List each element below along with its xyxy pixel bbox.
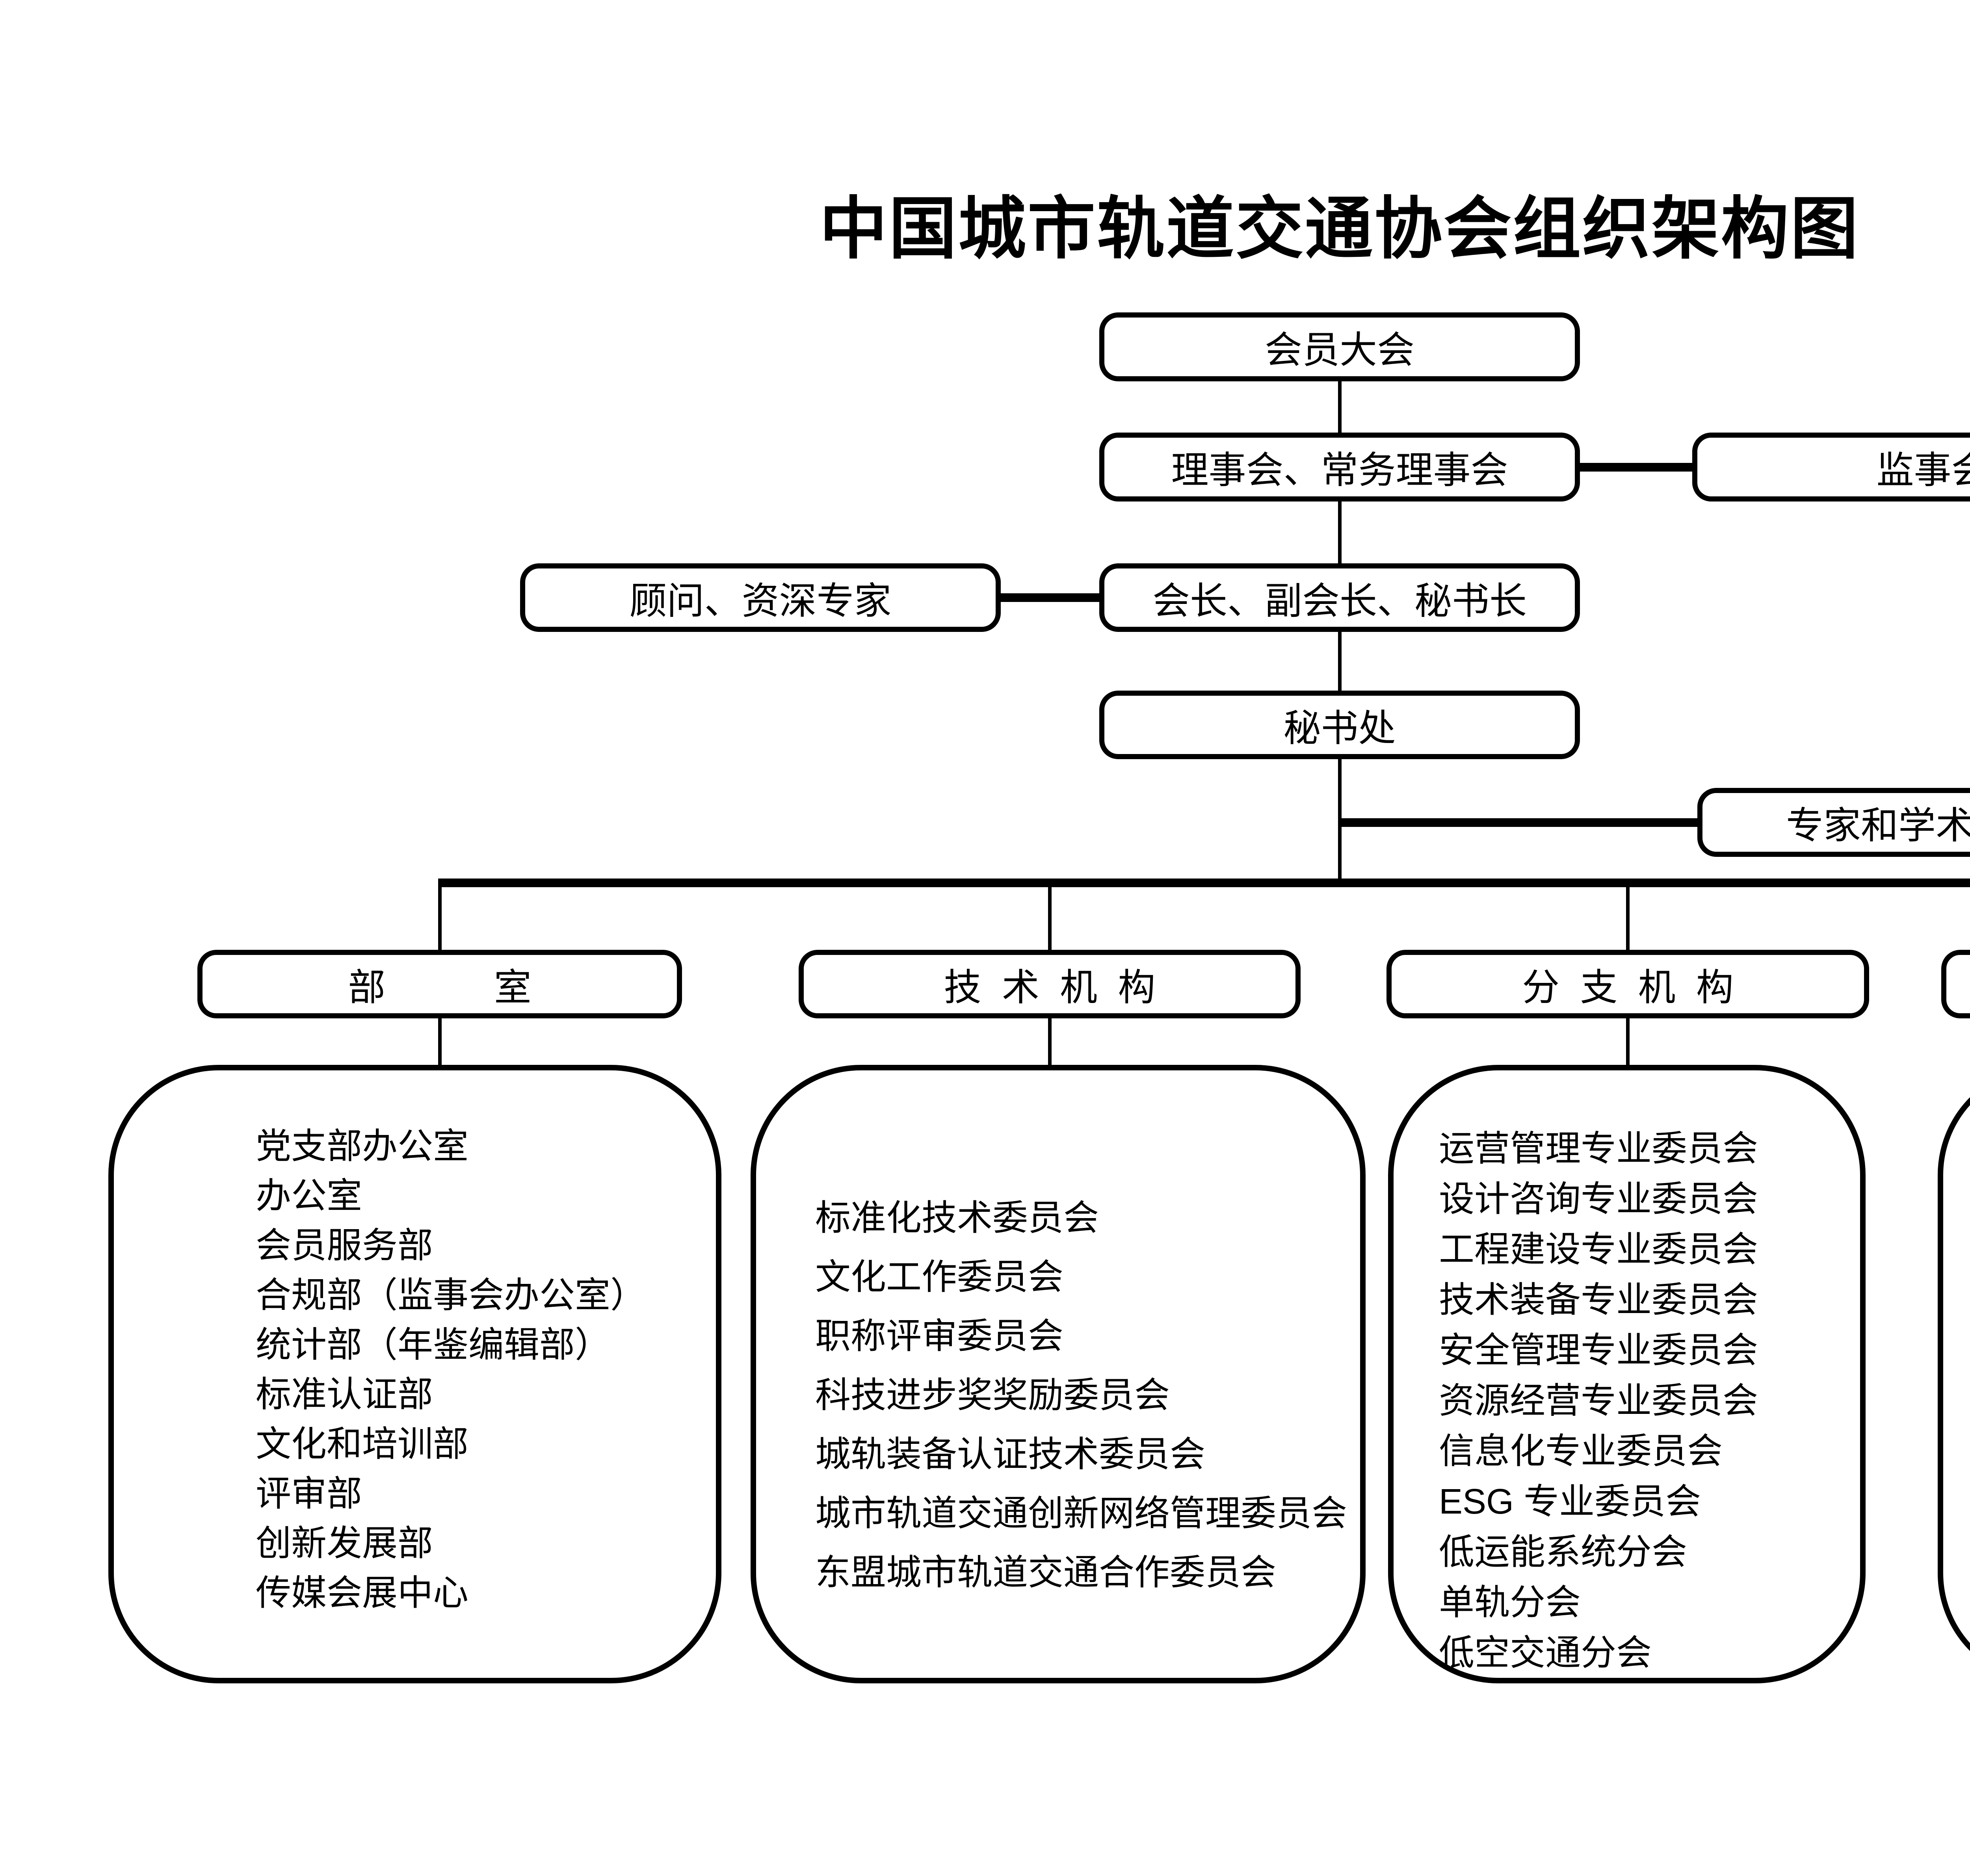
list-item: 评审部 (256, 1474, 362, 1514)
list-item: 传媒会展中心 (256, 1573, 468, 1613)
node-secretariat: 秘书处 (1099, 691, 1580, 759)
connector-distribution-line (438, 879, 1970, 887)
list-item: 技术装备专业委员会 (1439, 1280, 1758, 1320)
connector-advisors-leadership (999, 593, 1101, 602)
header-branches: 分支机构 (1386, 950, 1869, 1018)
connector-stub-departments (438, 879, 442, 951)
list-item: 会员服务部 (256, 1226, 433, 1265)
list-item: 资源经营专业委员会 (1439, 1381, 1758, 1421)
connector-council-supervisory (1578, 463, 1694, 472)
list-item: 信息化专业委员会 (1439, 1432, 1723, 1471)
connector-council-leadership (1338, 501, 1342, 564)
list-investments: 北京中城轨会展有限公司（控股）北京中城轨文化传播有限公司（控股）北京中轨交通研究… (1938, 1065, 1970, 1683)
connector-header-box-technical (1048, 1018, 1052, 1066)
node-leadership: 会长、副会长、秘书长 (1099, 563, 1580, 632)
list-item: 安全管理专业委员会 (1439, 1331, 1758, 1370)
header-departments: 部室 (197, 950, 682, 1018)
list-item: 统计部（年鉴编辑部） (256, 1325, 610, 1365)
connector-header-box-branches (1626, 1018, 1630, 1066)
list-item: 标准认证部 (256, 1375, 433, 1414)
list-item: 文化和培训部 (256, 1425, 468, 1464)
list-departments: 党支部办公室办公室会员服务部合规部（监事会办公室） 统计部（年鉴编辑部） 标准认证部… (108, 1065, 721, 1683)
list-item: 工程建设专业委员会 (1439, 1230, 1758, 1269)
list-item: 职称评审委员会 (815, 1317, 1063, 1356)
header-technical: 技术机构 (799, 950, 1301, 1018)
list-item: 运营管理专业委员会 (1439, 1129, 1758, 1168)
connector-header-box-departments (438, 1018, 442, 1066)
connector-stub-technical (1048, 879, 1052, 951)
connector-trunk-expert-committee (1340, 818, 1700, 827)
connector-stub-branches (1626, 879, 1630, 951)
header-investments: 投资企业 (1941, 950, 1970, 1018)
list-item: 合规部（监事会办公室） (256, 1276, 646, 1315)
list-item: 单轨分会 (1439, 1583, 1581, 1622)
page-title: 中国城市轨道交通协会组织架构图 (820, 192, 1860, 267)
list-item: 城轨装备认证技术委员会 (815, 1435, 1205, 1474)
node-council: 理事会、常务理事会 (1099, 433, 1580, 502)
list-item: 东盟城市轨道交通合作委员会 (815, 1553, 1276, 1592)
node-advisors: 顾问、资深专家 (520, 563, 1001, 632)
node-supervisory-board: 监事会 (1692, 433, 1970, 502)
node-member-assembly: 会员大会 (1099, 312, 1580, 381)
list-technical: 标准化技术委员会文化工作委员会职称评审委员会科技进步奖奖励委员会城轨装备认证技术… (751, 1065, 1366, 1683)
list-item: 城市轨道交通创新网络管理委员会 (815, 1494, 1347, 1533)
list-item: 党支部办公室 (256, 1127, 468, 1166)
node-expert-academic-committee: 专家和学术委员会 (1697, 788, 1970, 857)
list-item: 设计咨询专业委员会 (1439, 1179, 1758, 1219)
list-item: 低空交通分会 (1439, 1633, 1652, 1673)
list-item: ESG 专业委员会 (1439, 1482, 1701, 1521)
connector-assembly-council (1338, 381, 1342, 433)
list-item: 创新发展部 (256, 1524, 433, 1563)
list-item: 低运能系统分会 (1439, 1532, 1687, 1572)
connector-leadership-secretariat (1338, 631, 1342, 691)
list-item: 文化工作委员会 (815, 1257, 1063, 1297)
list-branches: 运营管理专业委员会设计咨询专业委员会工程建设专业委员会技术装备专业委员会安全管理… (1388, 1065, 1866, 1683)
list-item: 办公室 (256, 1176, 362, 1216)
list-item: 科技进步奖奖励委员会 (815, 1376, 1170, 1415)
list-item: 标准化技术委员会 (815, 1198, 1099, 1238)
